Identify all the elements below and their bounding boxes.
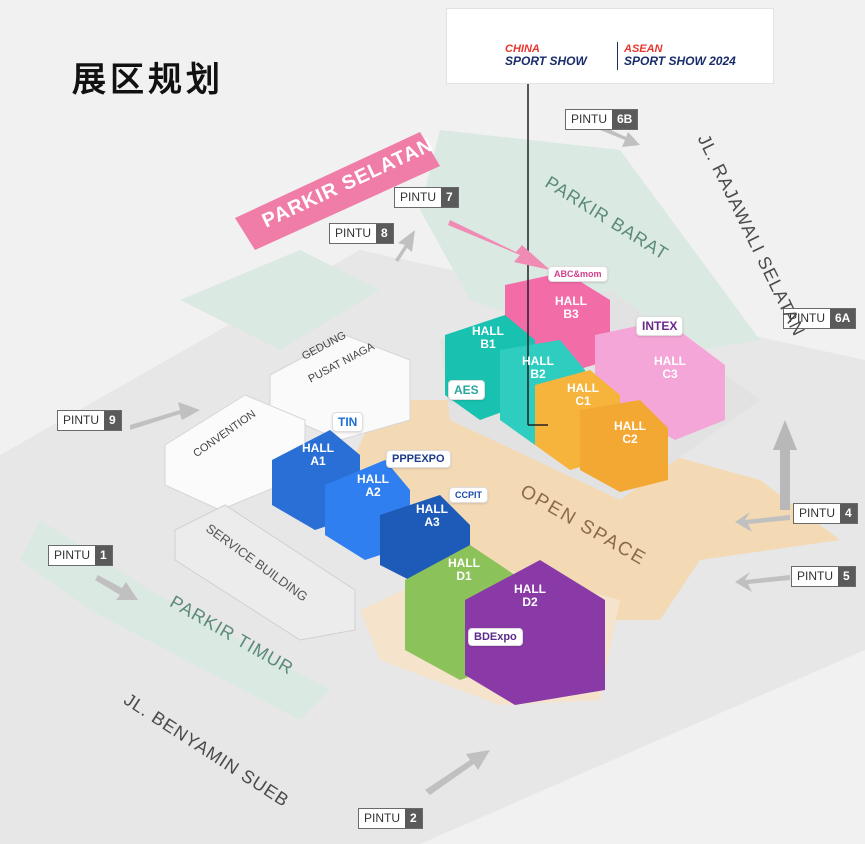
hall-a1-label: HALL A1 <box>302 441 334 468</box>
hall-b3-label: HALL B3 <box>555 294 587 321</box>
page-title: 展区规划 <box>72 60 224 100</box>
brand-china: CHINA <box>505 43 540 55</box>
brand-asean-sport-show: SPORT SHOW 2024 <box>624 54 736 68</box>
arrow-icon <box>395 230 415 262</box>
service-building <box>174 504 356 641</box>
hall-d2-shape <box>465 560 605 705</box>
exhibitor-ppp-logo: PPPEXPO <box>386 450 451 468</box>
hall-c2-label: HALL C2 <box>614 419 646 446</box>
arrow-icon <box>600 126 640 147</box>
arrow-icon <box>130 402 200 430</box>
hall-a2-label: HALL A2 <box>357 472 389 499</box>
arrow-icon <box>735 512 790 532</box>
exhibitor-ccpit-logo: CCPIT <box>449 487 488 503</box>
arrow-icon <box>735 572 790 592</box>
hall-a3-label: HALL A3 <box>416 502 448 529</box>
hall-d1-label: HALL D1 <box>448 556 480 583</box>
park-left-area <box>180 250 380 350</box>
exhibitor-tin-logo: TIN <box>332 412 364 432</box>
arrow-icon <box>425 750 490 795</box>
exhibitor-abc-logo: ABC&mom <box>548 266 608 282</box>
hall-c1-label: HALL C1 <box>567 381 599 408</box>
arrow-icon <box>773 420 797 510</box>
parkir-selatan-banner <box>235 132 440 250</box>
hall-c3-label: HALL C3 <box>654 354 686 381</box>
brand-separator <box>617 42 618 70</box>
parkir-timur-area <box>20 520 330 720</box>
exhibitor-intex-logo: INTEX <box>636 316 684 336</box>
hall-c2-shape <box>580 400 668 492</box>
hall-d2-label: HALL D2 <box>514 582 546 609</box>
arrow-icon <box>448 220 550 270</box>
exhibitor-bd-logo: BDExpo <box>468 628 523 646</box>
exhibitor-aes-logo: AES <box>448 380 485 400</box>
brand-asean: ASEAN <box>624 43 663 55</box>
hall-b2-label: HALL B2 <box>522 354 554 381</box>
brand-sport-show: SPORT SHOW <box>505 54 587 68</box>
brand-banner: CHINA SPORT SHOW ASEAN SPORT SHOW 2024 <box>446 8 774 84</box>
hall-b1-label: HALL B1 <box>472 324 504 351</box>
arrow-icon <box>95 575 138 600</box>
